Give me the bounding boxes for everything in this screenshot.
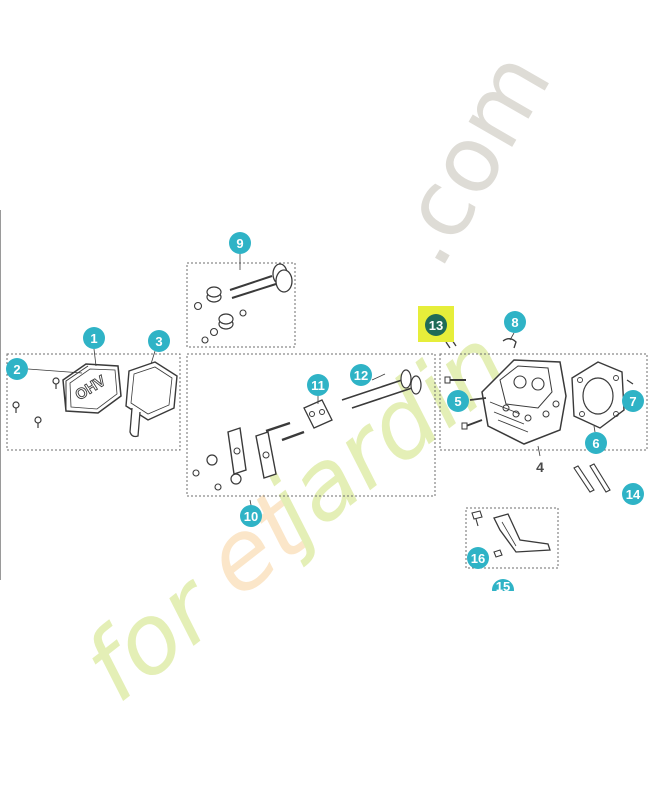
callout-9[interactable]: 9	[229, 232, 251, 254]
callout-11[interactable]: 11	[307, 374, 329, 396]
callout-1[interactable]: 1	[83, 327, 105, 349]
rocker-arm-part-1[interactable]	[227, 427, 247, 475]
svg-text:13: 13	[429, 318, 443, 333]
svg-text:9: 9	[236, 236, 243, 251]
dashed-box-rocker-arms	[186, 353, 436, 497]
callout-2[interactable]: 2	[6, 358, 28, 380]
callout-6[interactable]: 6	[585, 432, 607, 454]
svg-text:16: 16	[471, 551, 485, 566]
svg-text:5: 5	[454, 394, 461, 409]
group-deflector	[465, 507, 559, 569]
head-bolt-parts[interactable]	[444, 376, 487, 430]
group-rocker-arms	[186, 353, 436, 511]
callout-7[interactable]: 7	[622, 390, 644, 412]
valve-cover-bolt-1[interactable]	[12, 401, 20, 413]
valve-cover-bolt-2[interactable]	[52, 377, 60, 389]
svg-text:6: 6	[592, 436, 599, 451]
svg-text:8: 8	[511, 315, 518, 330]
callout-3[interactable]: 3	[148, 330, 170, 352]
svg-text:10: 10	[244, 509, 258, 524]
callout-4[interactable]: 4	[536, 459, 544, 475]
dashed-box-cylinder-head	[439, 353, 648, 451]
deflector-bolt-parts[interactable]	[471, 510, 503, 558]
leader-line-2	[27, 368, 83, 374]
watermark-text-for: for	[63, 550, 240, 723]
cylinder-head-part[interactable]	[481, 359, 567, 445]
left-edge-line	[0, 210, 1, 580]
svg-text:2: 2	[13, 362, 20, 377]
dashed-box-deflector	[465, 507, 559, 569]
dowel-pin-parts-14[interactable]	[573, 463, 611, 493]
group-valve-cover: OHV	[6, 348, 181, 451]
push-rod-parts[interactable]	[341, 369, 422, 409]
deflector-part[interactable]	[493, 513, 551, 553]
dashed-box-valve-cover	[6, 353, 181, 451]
callout-10[interactable]: 10	[240, 505, 262, 527]
head-gasket-part[interactable]	[571, 361, 625, 429]
exhaust-valve-part[interactable]	[231, 269, 293, 299]
group-valves	[186, 254, 296, 348]
svg-text:3: 3	[155, 334, 162, 349]
callout-8[interactable]: 8	[504, 311, 526, 333]
callout-14[interactable]: 14	[622, 483, 644, 505]
leader-line-3	[150, 350, 156, 365]
valve-spring-parts[interactable]	[206, 286, 234, 330]
leader-line-8	[509, 332, 515, 341]
leader-line-4	[537, 445, 541, 457]
rocker-arm-part-2[interactable]	[255, 431, 277, 479]
leader-line-1	[93, 348, 97, 367]
rocker-stud-parts[interactable]	[265, 421, 305, 442]
callout-16[interactable]: 16	[467, 547, 489, 569]
svg-text:15: 15	[496, 579, 510, 594]
callout-12[interactable]: 12	[350, 364, 372, 386]
dashed-box-valves	[186, 262, 296, 348]
pin-part-7[interactable]	[626, 379, 634, 385]
push-rod-guide-plate-part[interactable]	[303, 399, 333, 429]
rocker-nut-parts[interactable]	[192, 454, 242, 491]
valve-retainer-parts[interactable]	[193, 301, 247, 344]
valve-cover-bolt-3[interactable]	[34, 416, 42, 428]
callout-13-highlighted[interactable]: 13	[418, 306, 454, 342]
valve-cover-gasket-part[interactable]	[125, 361, 178, 421]
leader-line-12	[371, 373, 386, 381]
callout-5[interactable]: 5	[447, 390, 469, 412]
breather-tube-part[interactable]	[129, 407, 141, 438]
leader-line-6	[593, 425, 596, 433]
svg-text:11: 11	[311, 378, 325, 393]
valve-cover-part[interactable]: OHV	[62, 363, 122, 414]
svg-text:14: 14	[626, 487, 641, 502]
svg-text:4: 4	[536, 459, 544, 475]
group-cylinder-head	[439, 332, 648, 493]
watermark-text-com: .com	[366, 34, 572, 283]
svg-text:7: 7	[629, 394, 636, 409]
svg-text:1: 1	[90, 331, 97, 346]
callout-15[interactable]: 15	[488, 579, 518, 605]
svg-text:12: 12	[354, 368, 368, 383]
clip-part-8[interactable]	[502, 338, 517, 349]
